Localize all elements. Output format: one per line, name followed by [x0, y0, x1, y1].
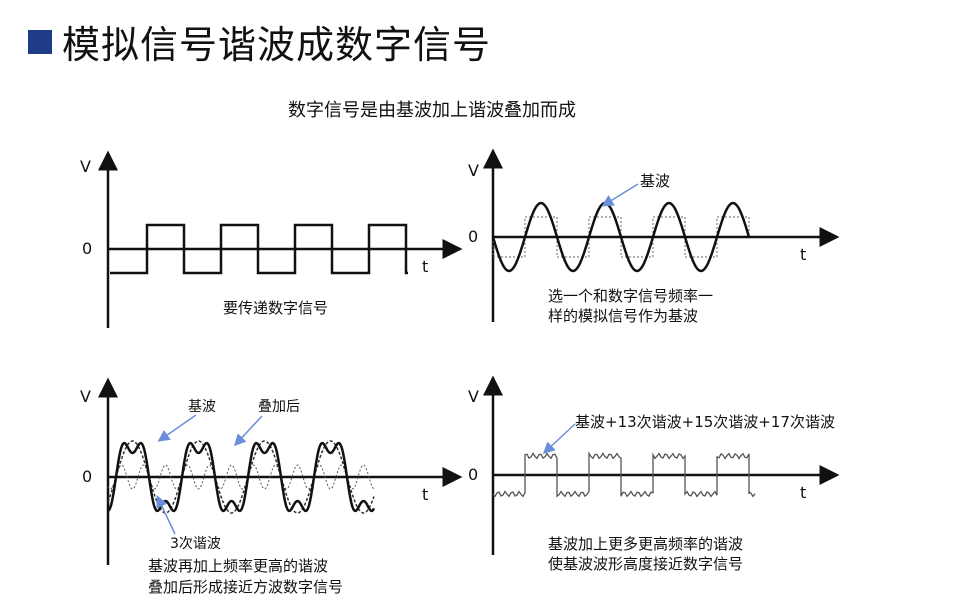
p3-label-fundamental: 基波 — [188, 398, 216, 415]
panel-4: V 0 t 基波+13次谐波+15次谐波+17次谐波 基波加上更多更高频率的谐波… — [468, 375, 840, 573]
p4-wave-label: 基波+13次谐波+15次谐波+17次谐波 — [575, 413, 835, 431]
p3-caption-line1: 基波再加上频率更高的谐波 — [148, 557, 328, 575]
subtitle: 数字信号是由基波加上谐波叠加而成 — [288, 100, 576, 121]
p2-square-dashed — [492, 216, 750, 258]
p2-caption-line1: 选一个和数字信号频率一 — [548, 287, 713, 305]
p4-v-label: V — [468, 387, 479, 406]
p1-caption-line1: 要传递数字信号 — [223, 299, 328, 317]
title-block: 模拟信号谐波成数字信号 — [28, 14, 491, 69]
panel-3: V 0 t 基波 叠加后 3次谐波 基波再加上频率更高的谐波 叠加后形成接近方波… — [80, 377, 463, 596]
p3-label-sum: 叠加后 — [258, 399, 300, 415]
p3-arrow-fundamental — [157, 414, 197, 442]
p3-label-third: 3次谐波 — [170, 536, 221, 552]
p2-caption-line2: 样的模拟信号作为基波 — [548, 307, 698, 325]
page-title: 模拟信号谐波成数字信号 — [62, 23, 492, 67]
p4-caption-line1: 基波加上更多更高频率的谐波 — [548, 535, 743, 553]
p3-arrow-third — [156, 495, 176, 535]
p4-caption-line2: 使基波波形高度接近数字信号 — [548, 555, 743, 573]
p3-sum-wave — [107, 441, 376, 513]
p4-zero-label: 0 — [468, 465, 478, 484]
panel-1: V 0 t 要传递数字信号 — [80, 150, 463, 328]
p4-approx-square-wave — [492, 451, 756, 498]
p2-fundamental-wave — [491, 201, 751, 273]
p3-zero-label: 0 — [82, 467, 92, 486]
p3-caption-line2: 叠加后形成接近方波数字信号 — [148, 578, 343, 596]
p1-t-label: t — [422, 257, 428, 276]
p3-v-label: V — [80, 387, 91, 406]
p2-t-label: t — [800, 245, 806, 264]
title-bullet-icon — [28, 29, 52, 54]
p3-t-label: t — [422, 485, 428, 504]
p1-zero-label: 0 — [82, 239, 92, 258]
p1-v-label: V — [80, 157, 91, 176]
p2-wave-label: 基波 — [640, 172, 670, 190]
p2-v-label: V — [468, 161, 479, 180]
p2-wave-arrow — [601, 183, 639, 207]
p1-square-wave — [110, 223, 408, 275]
p4-t-label: t — [800, 483, 806, 502]
p4-wave-arrow — [542, 423, 576, 455]
p3-arrow-sum — [233, 415, 263, 447]
p2-zero-label: 0 — [468, 227, 478, 246]
panel-2: V 0 t 基波 选一个和数字信号频率一 样的模拟信号作为基波 — [468, 148, 840, 325]
